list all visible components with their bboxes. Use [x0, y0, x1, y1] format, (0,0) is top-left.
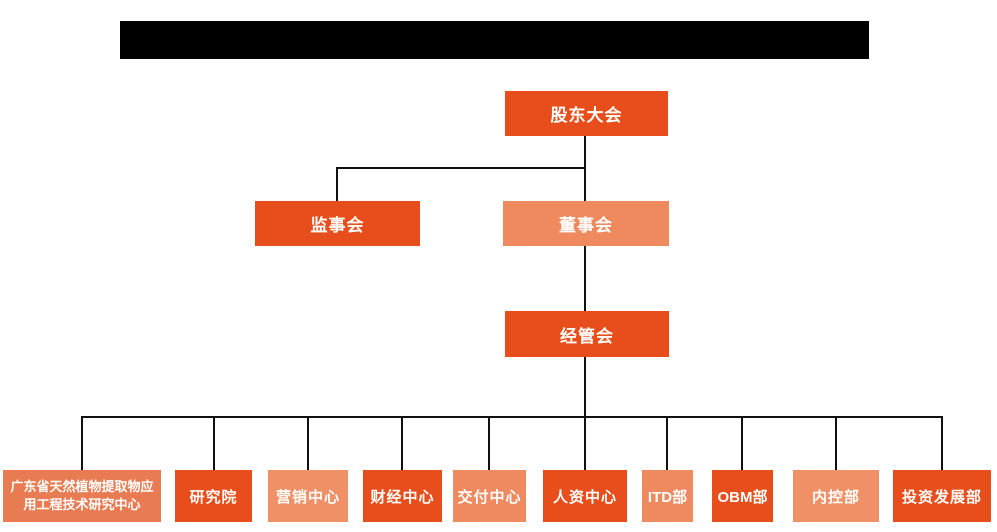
connector-stub-investment-dev-dept	[941, 416, 943, 470]
org-node-investment-dev-dept: 投资发展部	[893, 470, 991, 522]
connector-board-to-management	[584, 246, 586, 311]
connector-distributor-horizontal	[81, 416, 943, 418]
connector-stub-delivery-center	[488, 416, 490, 470]
connector-management-down	[584, 357, 586, 470]
org-node-delivery-center: 交付中心	[453, 470, 526, 522]
connector-supervisory-down	[336, 167, 338, 201]
org-node-gd-research-center: 广东省天然植物提取物应用工程技术研究中心	[3, 470, 161, 522]
org-node-management-committee: 经管会	[505, 311, 669, 357]
connector-stub-research-institute	[213, 416, 215, 470]
connector-stub-marketing-center	[307, 416, 309, 470]
connector-stub-internal-control-dept	[835, 416, 837, 470]
org-node-research-institute: 研究院	[175, 470, 252, 522]
org-node-shareholders-meeting: 股东大会	[505, 91, 668, 136]
org-node-internal-control-dept: 内控部	[793, 470, 879, 522]
redacted-title-bar	[120, 21, 869, 59]
org-node-board-of-directors: 董事会	[503, 201, 669, 246]
connector-branch-horizontal	[336, 167, 586, 169]
connector-stub-finance-center	[401, 416, 403, 470]
connector-stub-gd-research-center	[81, 416, 83, 470]
org-node-finance-center: 财经中心	[363, 470, 442, 522]
org-node-hr-center: 人资中心	[543, 470, 627, 522]
connector-stub-itd-dept	[666, 416, 668, 470]
org-node-itd-dept: ITD部	[642, 470, 693, 522]
connector-stub-obm-dept	[741, 416, 743, 470]
org-node-obm-dept: OBM部	[712, 470, 773, 522]
org-node-marketing-center: 营销中心	[268, 470, 348, 522]
org-node-supervisory-board: 监事会	[255, 201, 420, 246]
